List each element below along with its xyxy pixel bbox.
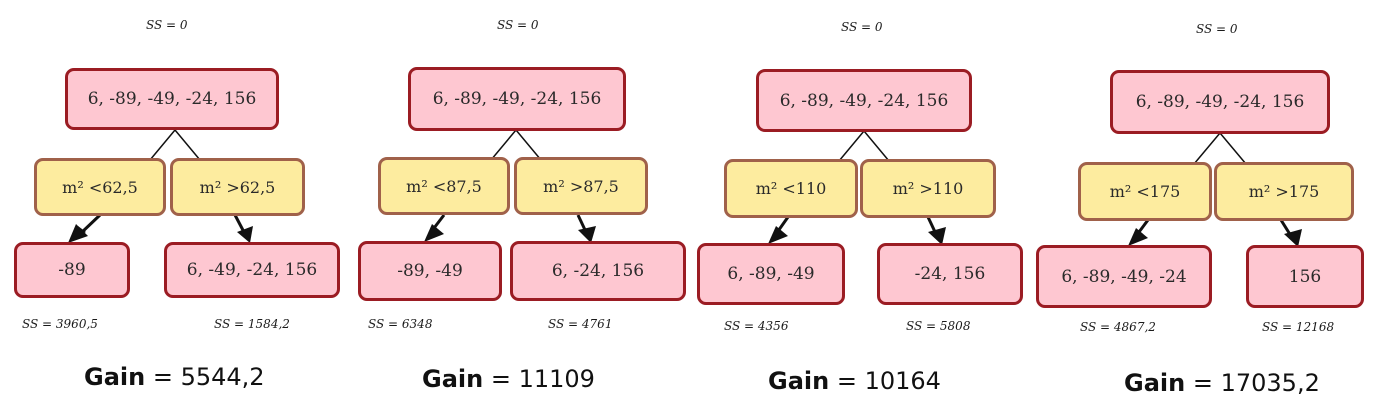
left-leaf: -89, -49 bbox=[358, 241, 502, 301]
tree-2-edges bbox=[424, 129, 596, 243]
right-ss-label: SS = 12168 bbox=[1262, 320, 1335, 334]
left-condition: m² <87,5 bbox=[378, 157, 510, 215]
tree-4-edges bbox=[1128, 132, 1302, 247]
right-condition: m² >110 bbox=[860, 159, 996, 218]
gain-label: Gain = 11109 bbox=[422, 365, 595, 393]
right-condition: m² >87,5 bbox=[514, 157, 648, 215]
split-tree-4: SS = 0 6, -89, -49, -24, 156 m² <175 m² … bbox=[1036, 0, 1400, 417]
tree-3-edges bbox=[768, 130, 946, 245]
left-condition: m² <175 bbox=[1078, 162, 1212, 221]
gain-label: Gain = 17035,2 bbox=[1124, 369, 1320, 397]
right-condition: m² >62,5 bbox=[170, 158, 305, 216]
root-ss-label: SS = 0 bbox=[841, 20, 883, 34]
left-condition: m² <62,5 bbox=[34, 158, 166, 216]
root-node: 6, -89, -49, -24, 156 bbox=[756, 69, 972, 132]
gain-label: Gain = 5544,2 bbox=[84, 363, 265, 391]
left-leaf: -89 bbox=[14, 242, 130, 298]
root-node: 6, -89, -49, -24, 156 bbox=[408, 67, 626, 131]
left-ss-label: SS = 3960,5 bbox=[22, 317, 98, 331]
left-ss-label: SS = 6348 bbox=[368, 317, 433, 331]
right-ss-label: SS = 5808 bbox=[906, 319, 971, 333]
right-ss-label: SS = 1584,2 bbox=[214, 317, 290, 331]
root-ss-label: SS = 0 bbox=[146, 18, 188, 32]
split-tree-3: SS = 0 6, -89, -49, -24, 156 m² <110 m² … bbox=[696, 0, 1036, 417]
right-condition: m² >175 bbox=[1214, 162, 1354, 221]
split-tree-2: SS = 0 6, -89, -49, -24, 156 m² <87,5 m²… bbox=[356, 0, 690, 417]
root-node: 6, -89, -49, -24, 156 bbox=[65, 68, 279, 130]
right-leaf: 156 bbox=[1246, 245, 1364, 308]
right-leaf: 6, -24, 156 bbox=[510, 241, 686, 301]
left-leaf: 6, -89, -49, -24 bbox=[1036, 245, 1212, 308]
root-ss-label: SS = 0 bbox=[1196, 22, 1238, 36]
root-node: 6, -89, -49, -24, 156 bbox=[1110, 70, 1330, 134]
right-leaf: 6, -49, -24, 156 bbox=[164, 242, 340, 298]
left-condition: m² <110 bbox=[724, 159, 858, 218]
left-ss-label: SS = 4867,2 bbox=[1080, 320, 1156, 334]
left-leaf: 6, -89, -49 bbox=[697, 243, 845, 305]
gain-label: Gain = 10164 bbox=[768, 367, 941, 395]
right-leaf: -24, 156 bbox=[877, 243, 1023, 305]
left-ss-label: SS = 4356 bbox=[724, 319, 789, 333]
root-ss-label: SS = 0 bbox=[497, 18, 539, 32]
tree-1-edges bbox=[68, 129, 253, 243]
right-ss-label: SS = 4761 bbox=[548, 317, 613, 331]
split-tree-1: SS = 0 6, -89, -49, -24, 156 m² <62,5 m²… bbox=[0, 0, 340, 417]
